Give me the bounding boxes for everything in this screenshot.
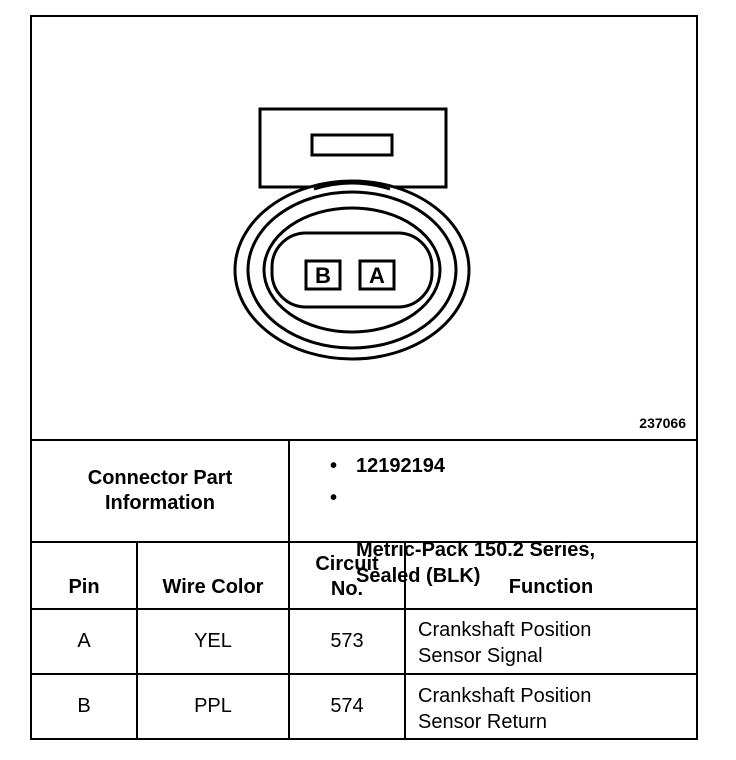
header-pin: Pin [68, 575, 100, 598]
divider-header [32, 608, 696, 610]
pin-b-box [304, 259, 342, 291]
header-wire-color: Wire Color [162, 575, 264, 598]
row-b-pin: B [77, 695, 91, 717]
connector-inner-ring [262, 206, 442, 334]
connector-figure: B A 237066 [32, 17, 696, 441]
pin-b-label: B [315, 263, 331, 288]
divider-col-pin [136, 541, 138, 738]
pin-a-box [358, 259, 396, 291]
connector-seal-ring [246, 190, 458, 350]
header-function: Function [508, 575, 594, 598]
bullet-icon: • [330, 455, 338, 477]
divider-figure [32, 439, 696, 441]
connector-cavity [270, 231, 434, 309]
divider-col-circuit [404, 541, 406, 738]
pin-a-label: A [369, 263, 385, 288]
connector-latch-ridge [313, 181, 391, 191]
connector-end-view-chart: B A 237066 Connector Part Information • … [30, 15, 698, 740]
figure-number: 237066 [639, 415, 686, 431]
connector-drawing: B A [233, 107, 471, 361]
row-b-circuit: 574 [330, 695, 364, 717]
row-a-wire-color: YEL [194, 629, 232, 652]
header-circuit: Circuit No. [315, 553, 379, 600]
divider-info-bottom [32, 541, 696, 543]
divider-row-a [32, 673, 696, 675]
row-a-pin: A [77, 629, 91, 652]
row-b-wire-color: PPL [194, 695, 232, 717]
bullet-icon: • [330, 487, 338, 509]
connector-latch-slot [310, 133, 394, 157]
divider-col-wire [288, 541, 290, 738]
part-number: 12192194 [356, 455, 445, 477]
row-b-function: Crankshaft Position Sensor Return [418, 685, 592, 733]
row-a-function: Crankshaft Position Sensor Signal [418, 619, 592, 667]
connector-info-label: Connector Part Information [87, 467, 233, 514]
row-a-circuit: 573 [330, 629, 364, 652]
divider-info [288, 441, 290, 541]
connector-info-item: • 12192194 [328, 453, 688, 479]
